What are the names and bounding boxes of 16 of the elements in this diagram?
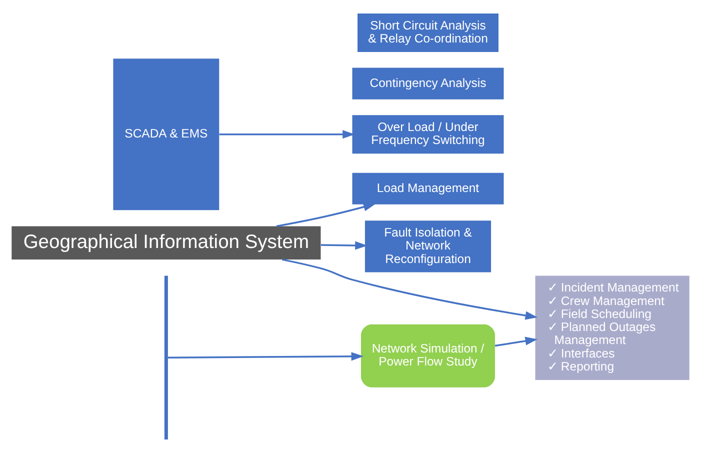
node-box: Fault Isolation & Network Reconfiguration bbox=[364, 220, 492, 272]
node-box: Over Load / Under Frequency Switching bbox=[352, 115, 504, 154]
node-box: Network Simulation / Power Flow Study bbox=[361, 324, 495, 388]
arrow bbox=[320, 241, 368, 250]
arrow bbox=[219, 130, 355, 139]
node-box: Geographical Information System bbox=[12, 226, 321, 260]
node-box: Contingency Analysis bbox=[352, 68, 504, 100]
arrow bbox=[168, 352, 364, 361]
node-box: SCADA & EMS bbox=[113, 58, 220, 210]
arrow bbox=[494, 336, 538, 347]
node-box: Load Management bbox=[352, 172, 504, 204]
node-box: ✓ Incident Management ✓ Crew Management ✓ Field Scheduling ✓ Planned Outages Management ✓ Interfaces ✓ Reporting bbox=[535, 276, 690, 380]
node-box: Short Circuit Analysis & Relay Co-ordination bbox=[358, 14, 498, 52]
arrow bbox=[276, 202, 376, 228]
arrow bbox=[282, 258, 538, 320]
node-bar bbox=[164, 276, 168, 440]
